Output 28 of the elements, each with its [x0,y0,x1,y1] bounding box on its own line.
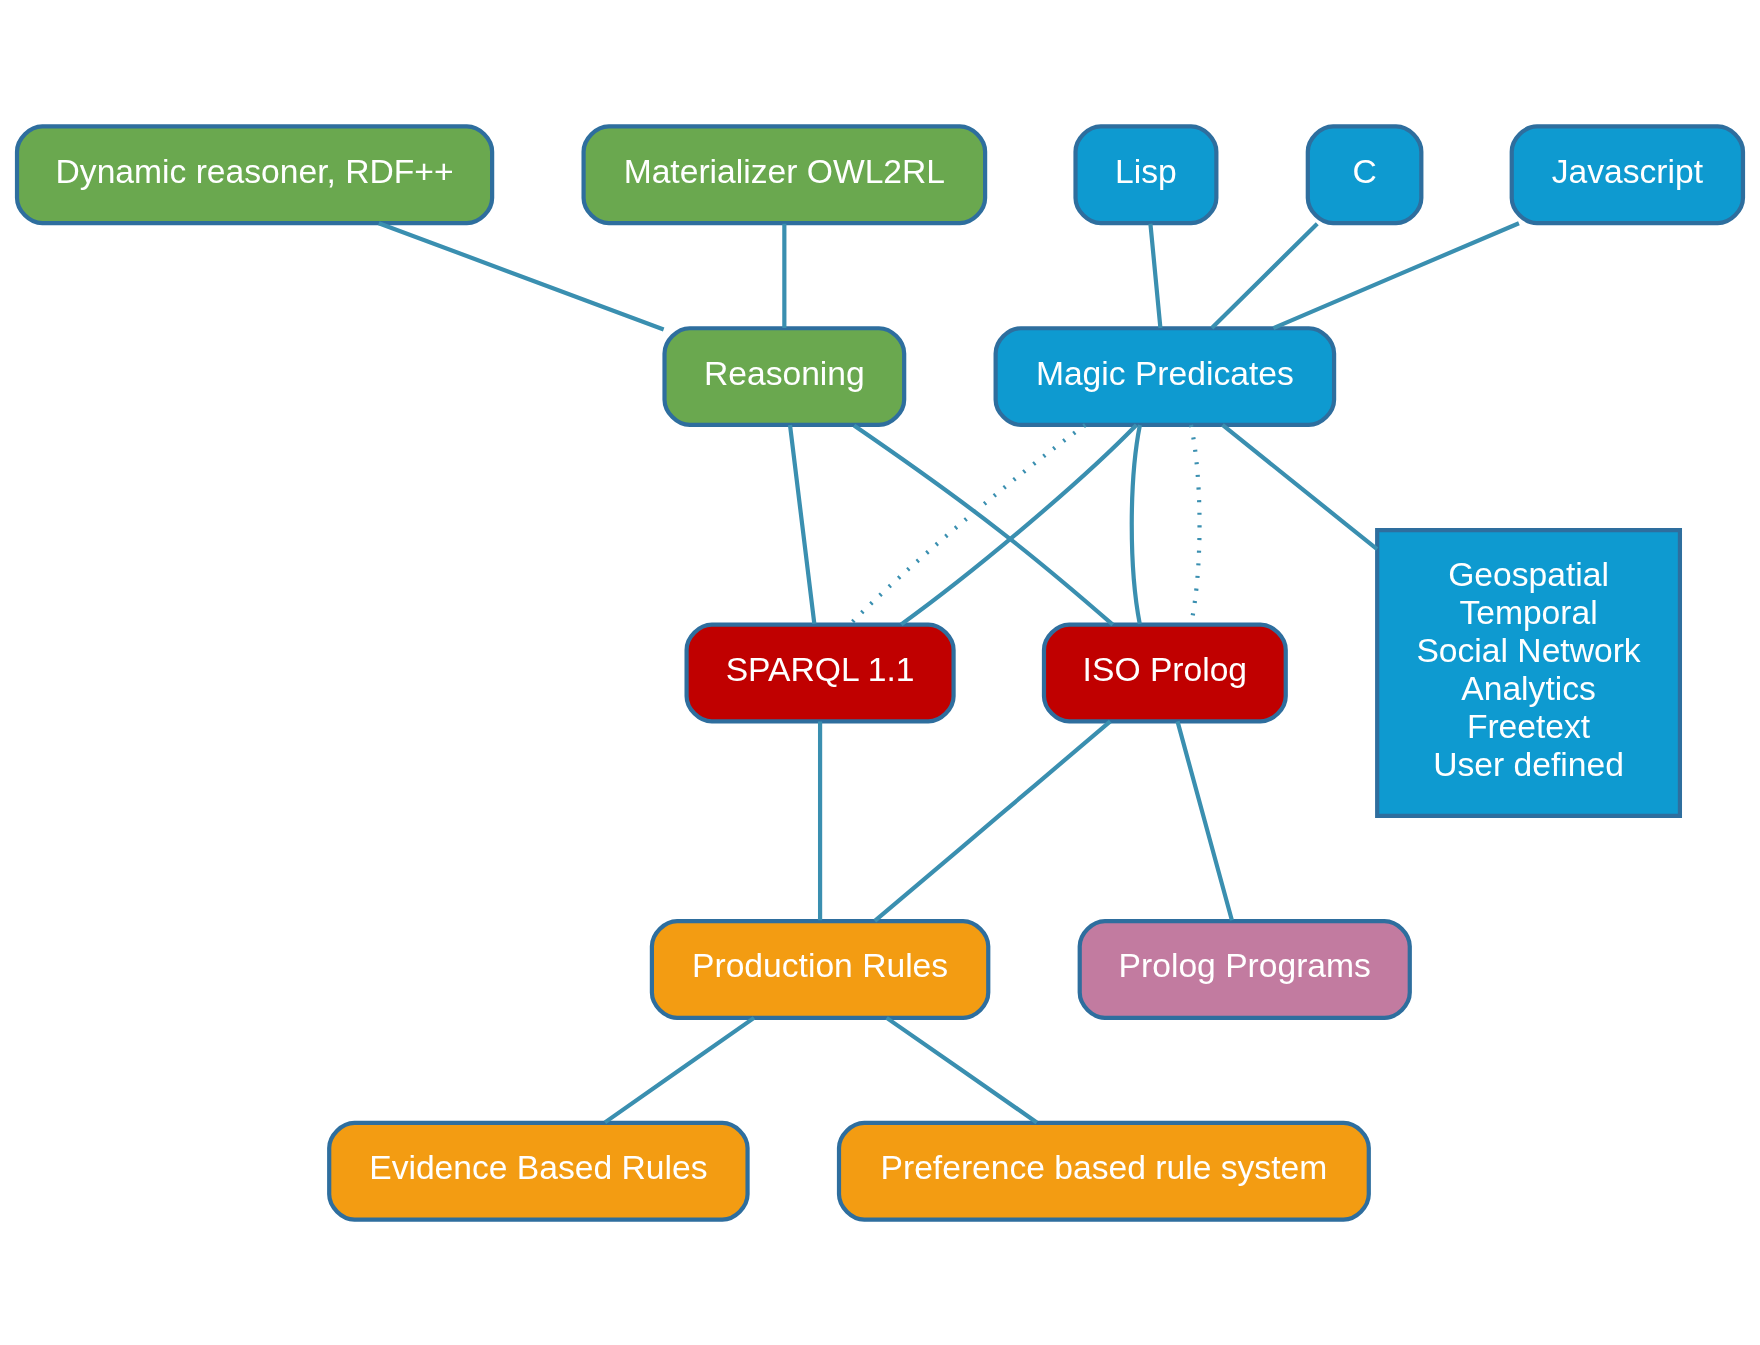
connector [782,223,787,328]
connector [1129,424,1142,624]
node-box: ISO Prolog [1041,622,1288,723]
node-box: Magic Predicates [993,325,1337,427]
connector [818,720,823,920]
node-box: Dynamic reasoner, RDF++ [14,123,495,225]
connector [900,423,1138,626]
node-box: Geospatial Temporal Social Network Analytics Freetext User defined [1375,527,1682,818]
connector [1221,422,1379,551]
connector [1272,220,1520,330]
node-box: SPARQL 1.1 [684,622,956,723]
node-box: Materializer OWL2RL [581,123,988,225]
connector [1175,720,1234,921]
node-box: Reasoning [662,325,907,427]
node-box: Lisp [1073,123,1219,225]
connector [603,1015,756,1124]
connector [378,220,665,331]
node-box: Javascript [1509,123,1746,225]
node-box: C [1305,123,1424,225]
connector [885,1015,1038,1124]
connector [873,719,1112,923]
connector [1148,223,1163,328]
connector [1210,221,1319,329]
node-box: Production Rules [649,918,991,1020]
node-box: Evidence Based Rules [327,1120,750,1222]
node-box: Prolog Programs [1077,918,1412,1020]
connector [787,424,817,624]
node-box: Preference based rule system [836,1120,1371,1222]
